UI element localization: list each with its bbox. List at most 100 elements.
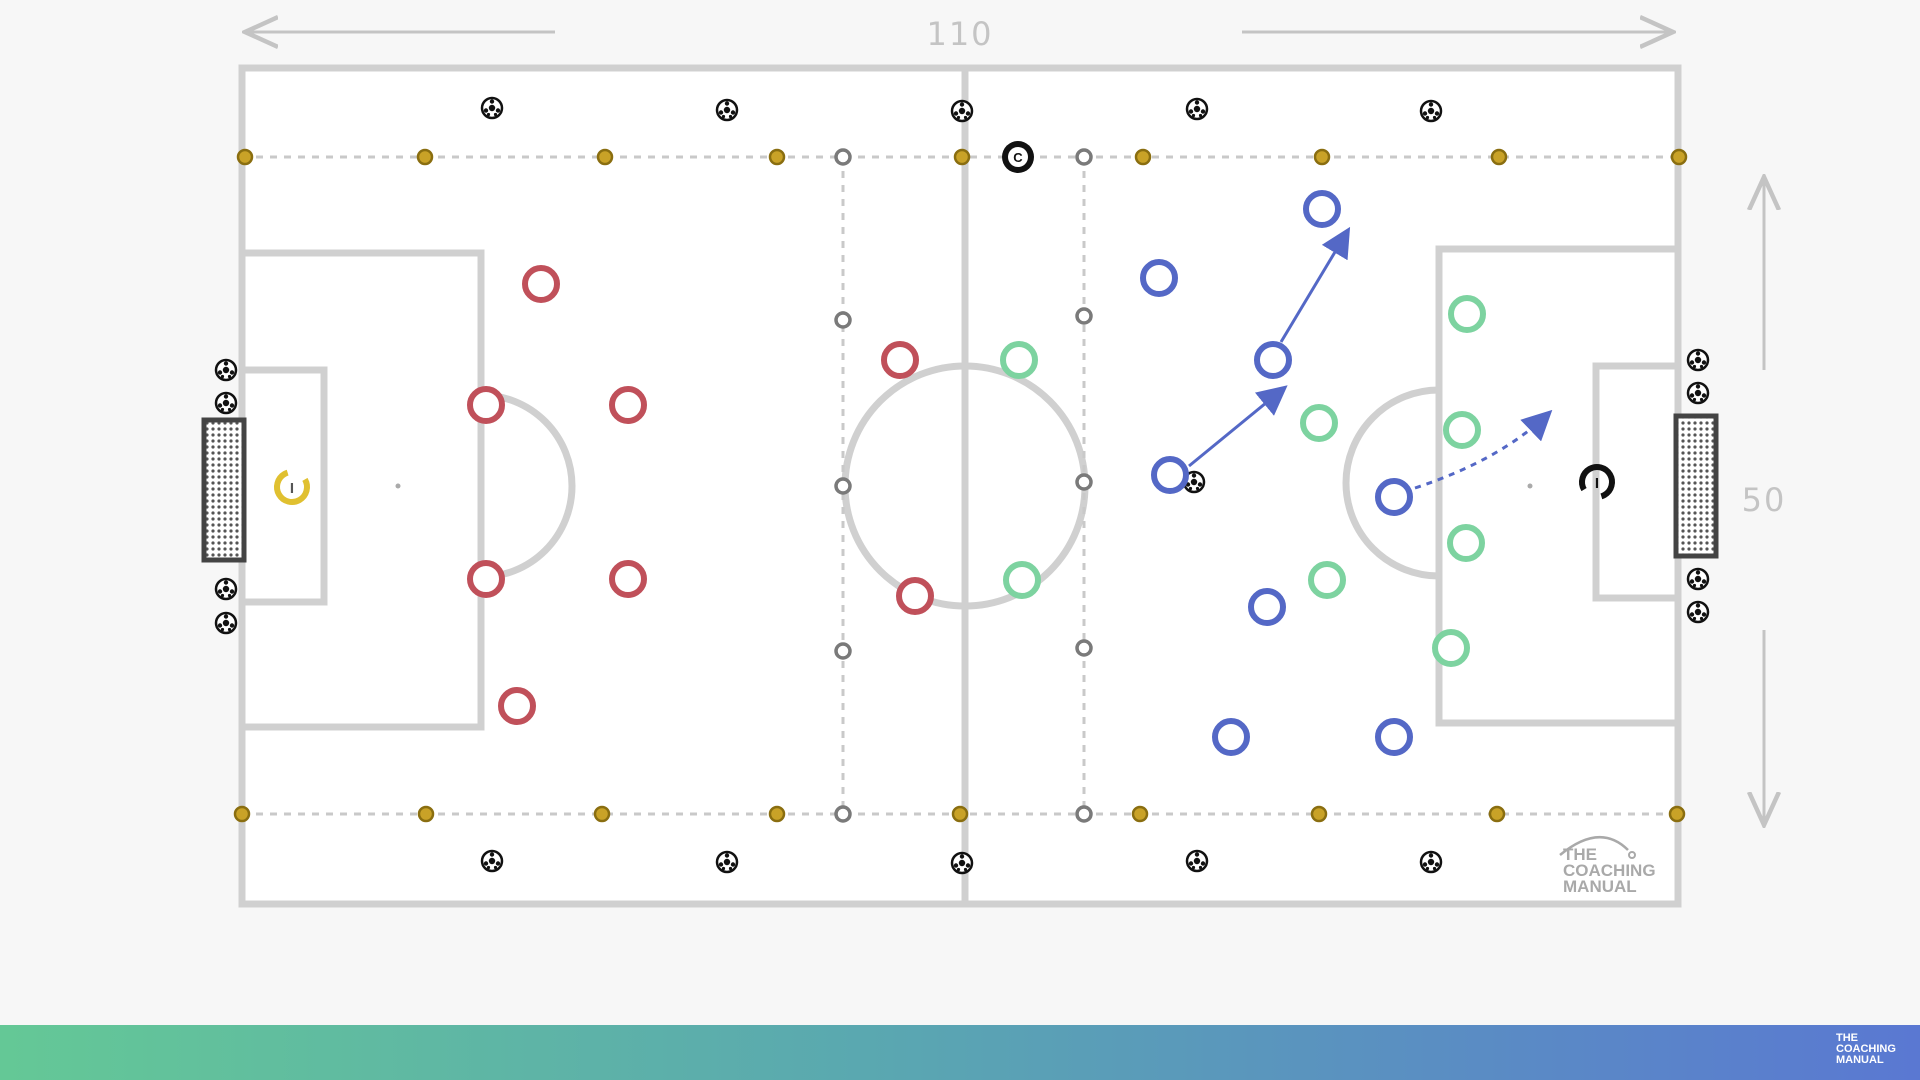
ball-icon <box>950 851 974 875</box>
blue-team-player <box>1303 190 1341 228</box>
ball-icon <box>480 849 504 873</box>
green-team-player <box>1000 341 1038 379</box>
grey-cone <box>834 311 852 329</box>
grey-cone <box>834 148 852 166</box>
grey-cone <box>1075 639 1093 657</box>
ball-icon <box>214 391 238 415</box>
yellow-cone <box>417 805 435 823</box>
goalkeeper-right-label: I <box>1595 475 1599 492</box>
grey-cone <box>1075 805 1093 823</box>
yellow-cone <box>1313 148 1331 166</box>
grey-cone <box>1075 148 1093 166</box>
footer-gradient-bar: THE COACHING MANUAL <box>0 1025 1920 1080</box>
goalkeeper-left-label: I <box>290 480 294 497</box>
ball-icon <box>715 850 739 874</box>
red-team-player <box>522 265 560 303</box>
pass-arrow <box>1188 385 1288 468</box>
pitch-brand-line3: MANUAL <box>1563 877 1637 896</box>
length-label: 110 <box>926 15 993 53</box>
green-team-player <box>1308 561 1346 599</box>
yellow-cone <box>951 805 969 823</box>
goalkeeper-right: I <box>1578 464 1615 500</box>
red-team-player <box>467 386 505 424</box>
width-dimension: 50 <box>1742 180 1787 822</box>
movement-arrows <box>1188 226 1553 490</box>
goalkeeper-left: I <box>274 469 310 505</box>
blue-team-player <box>1151 456 1189 494</box>
yellow-cone <box>1490 148 1508 166</box>
red-team-player <box>609 386 647 424</box>
grey-cone <box>834 805 852 823</box>
blue-team-player <box>1140 259 1178 297</box>
green-team-player <box>1448 295 1486 333</box>
ball-icon <box>1185 97 1209 121</box>
yellow-cone <box>593 805 611 823</box>
ball-icon <box>1686 600 1710 624</box>
red-team-player <box>467 560 505 598</box>
right-goal <box>1673 413 1719 559</box>
yellow-cone <box>768 805 786 823</box>
right-penalty-spot <box>1527 483 1533 489</box>
grey-cone <box>1075 307 1093 325</box>
coach: C <box>1002 141 1034 173</box>
yellow-cone <box>1668 805 1686 823</box>
ball-icon <box>214 577 238 601</box>
cones <box>233 148 1688 823</box>
length-dimension: 110 <box>248 15 1670 53</box>
blue-team-player <box>1375 478 1413 516</box>
ball-icon <box>1419 99 1443 123</box>
pitch-brand-logo: THE COACHING MANUAL <box>1559 836 1656 896</box>
footer-brand-line2: COACHING <box>1836 1043 1896 1055</box>
yellow-cone <box>1310 805 1328 823</box>
yellow-cone <box>416 148 434 166</box>
pitch-brand-line1: THE <box>1563 845 1597 864</box>
green-team-player <box>1003 561 1041 599</box>
yellow-cone <box>1131 805 1149 823</box>
ball-icon <box>1686 348 1710 372</box>
ball-icon <box>214 358 238 382</box>
yellow-cone <box>1488 805 1506 823</box>
width-label: 50 <box>1742 481 1787 519</box>
red-team-player <box>881 341 919 379</box>
yellow-cone <box>596 148 614 166</box>
yellow-cone <box>1670 148 1688 166</box>
yellow-cone <box>768 148 786 166</box>
footer-brand-line3: MANUAL <box>1836 1054 1884 1066</box>
yellow-cone <box>236 148 254 166</box>
ball-icon <box>1686 567 1710 591</box>
yellow-cone <box>1134 148 1152 166</box>
ball-icon <box>214 611 238 635</box>
blue-team-player <box>1375 718 1413 756</box>
left-penalty-spot <box>395 483 401 489</box>
blue-team-player <box>1212 718 1250 756</box>
ball-icon <box>480 96 504 120</box>
left-penalty-arc <box>480 391 576 581</box>
left-goal <box>201 417 247 563</box>
green-team-player <box>1447 524 1485 562</box>
right-penalty-arc <box>1342 386 1440 580</box>
pitch-boundary <box>238 64 1682 908</box>
ball-icon <box>1686 381 1710 405</box>
blue-team-player <box>1254 341 1292 379</box>
green-team-player <box>1432 629 1470 667</box>
red-team-player <box>896 577 934 615</box>
coach-label: C <box>1013 150 1023 165</box>
footer-brand-line1: THE <box>1836 1032 1858 1044</box>
grey-cone <box>1075 473 1093 491</box>
pitch-brand-line2: COACHING <box>1563 861 1656 880</box>
ball-icon <box>715 98 739 122</box>
pitch <box>238 64 1682 908</box>
red-team-player <box>609 560 647 598</box>
grey-cone <box>834 642 852 660</box>
green-team-player <box>1443 411 1481 449</box>
blue-team-player <box>1248 588 1286 626</box>
green-team-player <box>1300 404 1338 442</box>
yellow-cone <box>233 805 251 823</box>
red-team-player <box>498 687 536 725</box>
dribble-arrow <box>1414 409 1553 490</box>
ball-icon <box>950 99 974 123</box>
yellow-cone <box>953 148 971 166</box>
players <box>467 190 1486 756</box>
run-arrow <box>1279 226 1351 343</box>
